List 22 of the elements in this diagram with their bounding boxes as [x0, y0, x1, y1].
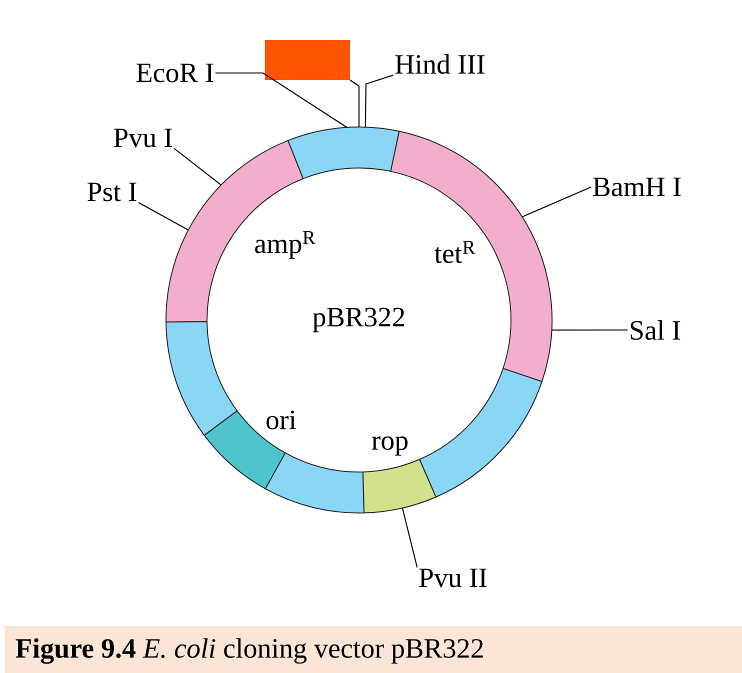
leader-line — [364, 74, 394, 128]
site-label: Pvu I — [114, 128, 172, 148]
leader-line — [215, 72, 348, 128]
leader-line — [138, 202, 189, 230]
site-label: EcoR I — [136, 64, 214, 82]
node-label: pBR322 — [312, 308, 404, 332]
site-label: BamH I — [593, 178, 681, 196]
site-label: Pst I — [88, 182, 136, 202]
gene-label: rop — [372, 436, 408, 456]
gene-label: tet$^{R}$ — [434, 240, 476, 264]
leader-line — [522, 186, 592, 218]
site-label: Pvu II — [419, 568, 487, 588]
gene-label: amp$^{R}$ — [255, 231, 316, 259]
leader-line — [552, 329, 628, 331]
site-label: Hind III — [395, 54, 484, 74]
leader-line — [350, 80, 360, 127]
site-label: Sal I — [630, 320, 680, 340]
caption: Figure 9.4 E. coli cloning vector pBR322 — [5, 626, 742, 673]
leader-line — [402, 508, 418, 568]
insert-box — [265, 40, 350, 80]
leader-line — [174, 148, 222, 186]
gene-label: ori — [266, 410, 296, 430]
